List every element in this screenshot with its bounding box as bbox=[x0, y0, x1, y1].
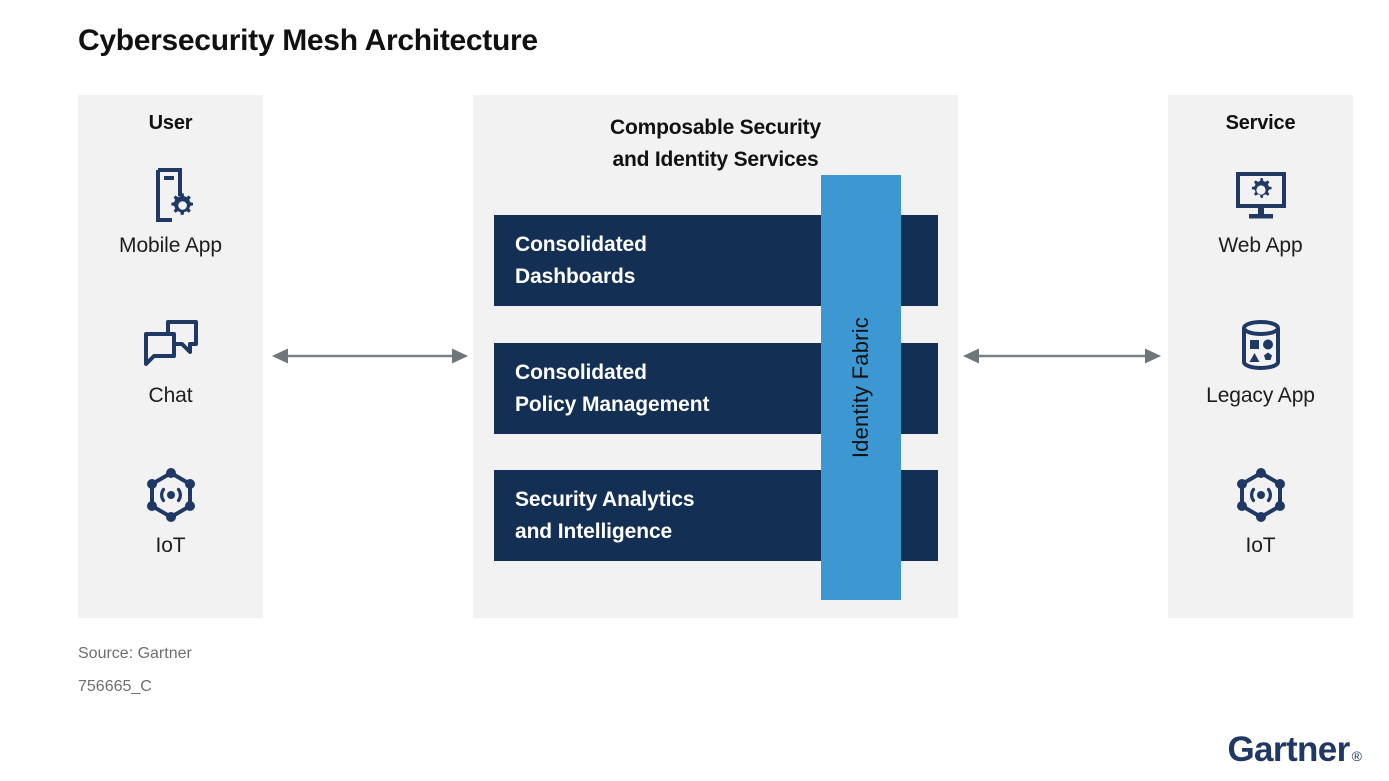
service-bar-label: Consolidated Policy Management bbox=[515, 360, 710, 416]
service-node-web-app[interactable]: Web App bbox=[1168, 164, 1353, 258]
chat-bubbles-icon bbox=[78, 314, 263, 376]
user-node-label: Mobile App bbox=[119, 234, 222, 257]
service-bar-label: Security Analytics and Intelligence bbox=[515, 487, 695, 543]
identity-fabric-label: Identity Fabric bbox=[848, 316, 873, 459]
user-node-mobile-app[interactable]: Mobile App bbox=[78, 164, 263, 258]
user-node-label: Chat bbox=[148, 384, 193, 407]
connector-user-to-center bbox=[272, 346, 468, 366]
registered-trademark-icon: ® bbox=[1351, 748, 1362, 764]
monitor-gear-icon bbox=[1168, 164, 1353, 226]
database-shapes-icon bbox=[1168, 314, 1353, 376]
reference-id: 756665_C bbox=[78, 677, 152, 695]
identity-fabric-column[interactable]: Identity Fabric bbox=[821, 175, 901, 600]
center-panel-heading: Composable Security and Identity Service… bbox=[473, 112, 958, 175]
service-node-label: Web App bbox=[1218, 234, 1303, 257]
source-text: Source: Gartner bbox=[78, 645, 192, 662]
iot-hexagon-node-icon bbox=[1168, 464, 1353, 526]
service-bar-label: Consolidated Dashboards bbox=[515, 232, 647, 288]
source-attribution: Source: Gartner 756665_C bbox=[78, 638, 192, 704]
service-node-label: Legacy App bbox=[1206, 384, 1315, 407]
connector-center-to-service bbox=[963, 346, 1161, 366]
composable-services-panel: Composable Security and Identity Service… bbox=[473, 95, 958, 618]
user-node-chat[interactable]: Chat bbox=[78, 314, 263, 408]
user-panel: User Mobile App bbox=[78, 95, 263, 618]
page-title: Cybersecurity Mesh Architecture bbox=[78, 24, 538, 57]
gartner-logo: Gartner ® bbox=[1227, 732, 1362, 767]
service-node-legacy-app[interactable]: Legacy App bbox=[1168, 314, 1353, 408]
center-panel-heading-line1: Composable Security bbox=[610, 116, 821, 139]
iot-hexagon-node-icon bbox=[78, 464, 263, 526]
center-panel-heading-line2: and Identity Services bbox=[612, 147, 819, 171]
user-node-label: IoT bbox=[155, 534, 186, 557]
user-node-iot[interactable]: IoT bbox=[78, 464, 263, 558]
user-panel-heading: User bbox=[148, 112, 193, 134]
service-panel: Service Web App bbox=[1168, 95, 1353, 618]
service-node-label: IoT bbox=[1245, 534, 1276, 557]
gartner-logo-text: Gartner bbox=[1227, 730, 1350, 769]
mobile-phone-gear-icon bbox=[78, 164, 263, 226]
service-node-iot[interactable]: IoT bbox=[1168, 464, 1353, 558]
service-panel-heading: Service bbox=[1225, 112, 1296, 134]
